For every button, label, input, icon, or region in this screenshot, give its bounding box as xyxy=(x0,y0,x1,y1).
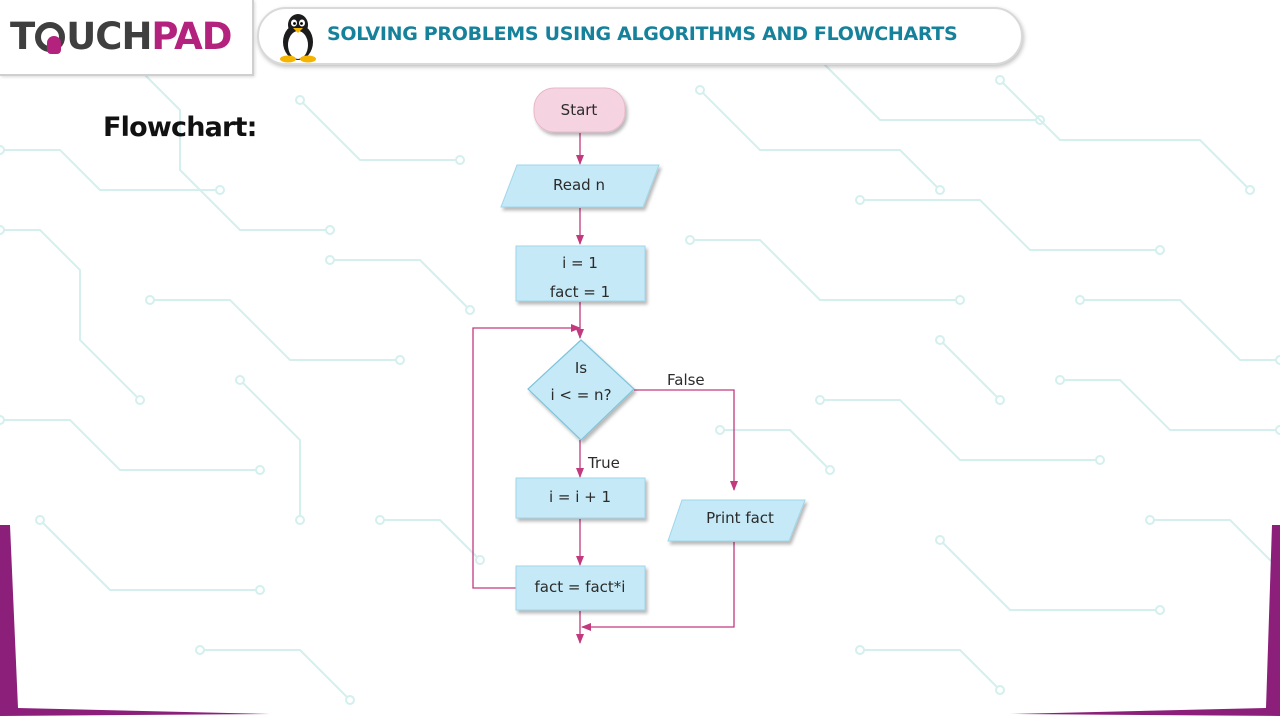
penguin-icon xyxy=(280,14,316,63)
logo-letters-pad: PAD xyxy=(151,15,232,58)
false-label: False xyxy=(667,371,705,389)
multiply-node xyxy=(515,565,646,611)
title-banner: SOLVING PROBLEMS USING ALGORITHMS AND FL… xyxy=(257,7,1023,65)
decision-label-line2: i < = n? xyxy=(550,386,611,404)
logo-letter-t: T xyxy=(10,15,35,58)
page-title: SOLVING PROBLEMS USING ALGORITHMS AND FL… xyxy=(327,23,958,45)
start-label: Start xyxy=(561,101,598,119)
init-label-line2: fact = 1 xyxy=(550,283,610,301)
true-label: True xyxy=(587,454,620,472)
read-node xyxy=(500,164,660,208)
edge-loop-back xyxy=(472,324,581,589)
increment-label: i = i + 1 xyxy=(549,488,611,506)
section-heading: Flowchart: xyxy=(103,112,257,143)
edge-false-print xyxy=(634,389,738,491)
logo-letters-uch: UCH xyxy=(66,15,152,58)
start-node xyxy=(533,87,626,133)
touchpad-logo: T UCHPAD xyxy=(0,0,254,76)
increment-node xyxy=(515,477,646,519)
decision-node xyxy=(527,339,635,441)
logo-wordmark: T UCHPAD xyxy=(10,14,233,60)
multiply-label: fact = fact*i xyxy=(535,578,626,596)
print-node xyxy=(667,499,806,542)
edge-print-end xyxy=(581,542,735,631)
init-node xyxy=(515,245,646,302)
print-label: Print fact xyxy=(706,509,774,527)
touch-icon xyxy=(35,22,66,54)
init-label-line1: i = 1 xyxy=(562,254,598,272)
read-label: Read n xyxy=(553,176,605,194)
decision-label-line1: Is xyxy=(575,359,587,377)
